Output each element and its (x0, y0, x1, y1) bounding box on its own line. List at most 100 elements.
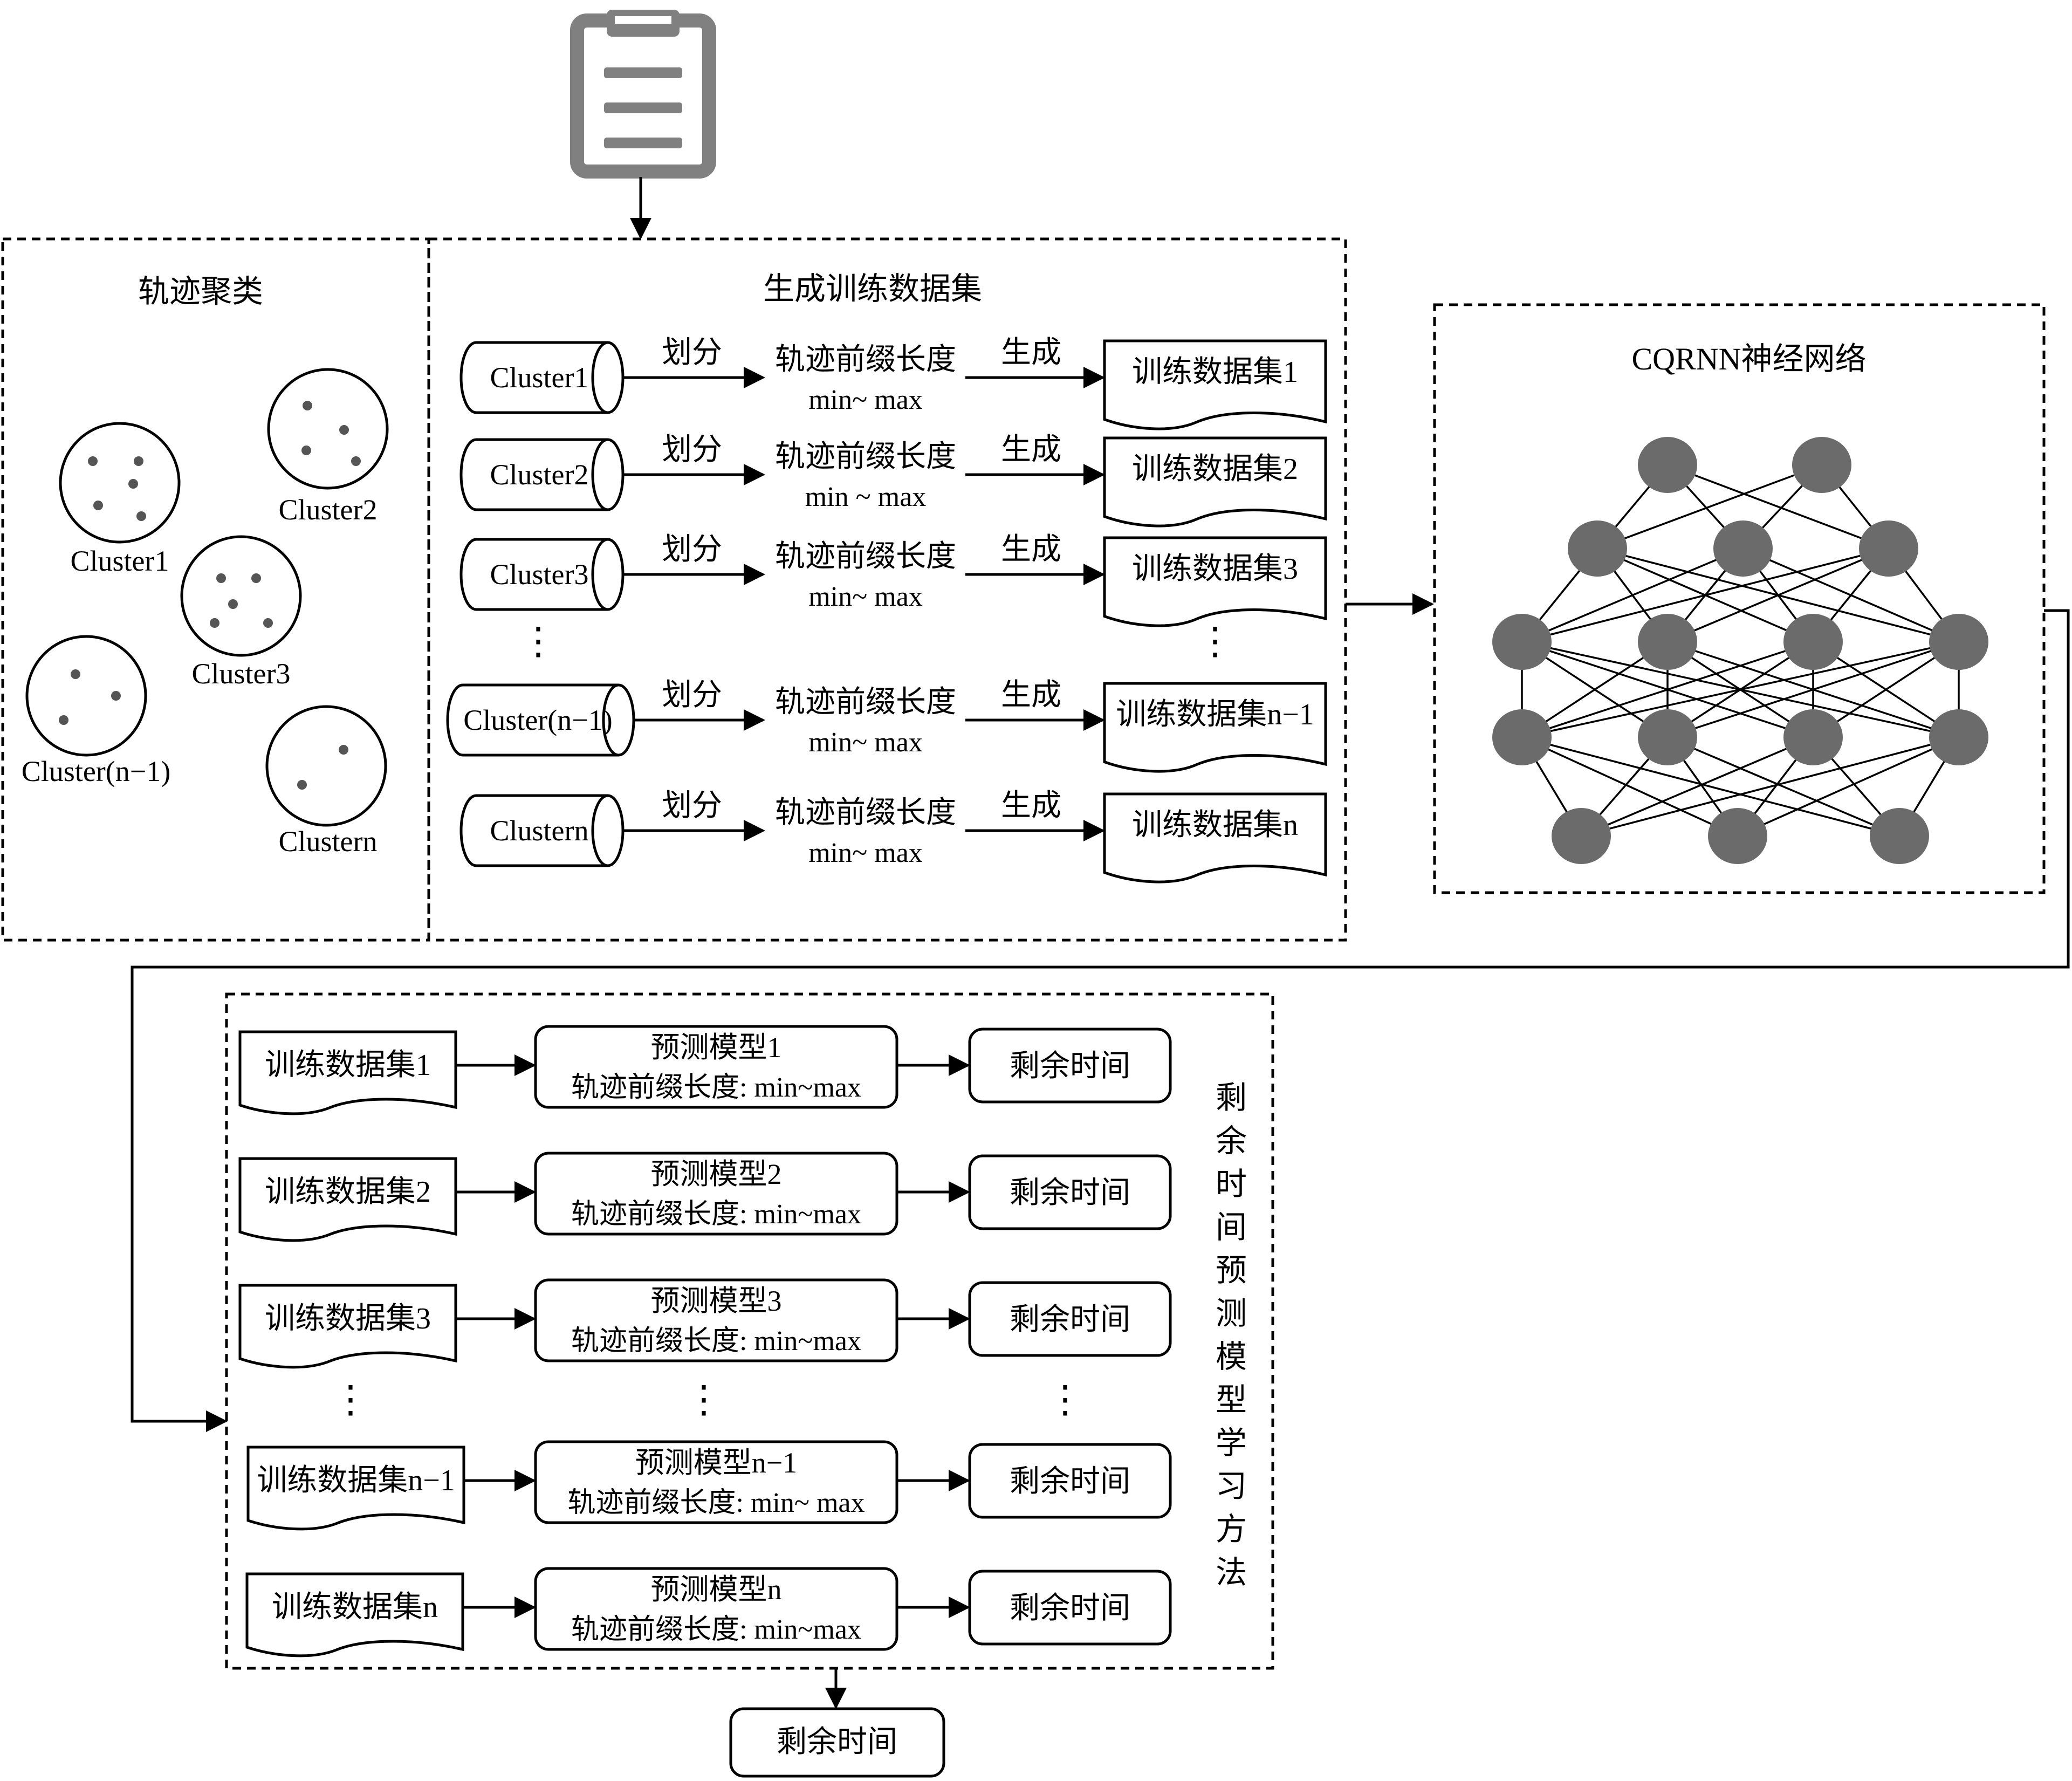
split-label: 划分 (662, 789, 722, 823)
prediction-model-label: 预测模型n−1 (635, 1447, 797, 1479)
cluster-label-2: Cluster2 (279, 494, 378, 526)
remaining-time-box (968, 1443, 1172, 1519)
prediction-model-label: 预测模型3 (651, 1285, 782, 1317)
prediction-model-prefix: 轨迹前缀长度: min~max (571, 1072, 861, 1103)
training-dataset-doc (1103, 682, 1327, 773)
cluster-drum-cap (591, 538, 608, 611)
prefix-length-range: min ~ max (805, 482, 927, 512)
training-dataset-doc (1103, 536, 1327, 627)
network-connection (1521, 641, 1959, 738)
remaining-time-label: 剩余时间 (1010, 1050, 1130, 1083)
dataset-generation-panel (427, 237, 1347, 942)
prediction-model-prefix: 轨迹前缀长度: min~max (571, 1326, 861, 1357)
training-dataset-doc (1103, 339, 1327, 430)
remaining-time-label: 剩余时间 (1010, 1592, 1130, 1625)
network-connection (1521, 547, 1889, 643)
network-node (1859, 520, 1918, 577)
training-dataset-label: 训练数据集1 (1132, 355, 1298, 389)
prediction-model-box (534, 1440, 898, 1524)
final-output-box (729, 1707, 945, 1778)
learning-output-ellipsis: ⋮ (1046, 1379, 1084, 1421)
training-dataset-doc (1103, 436, 1327, 528)
network-node (1492, 709, 1552, 765)
cluster-circle-n-minus-1 (25, 635, 147, 757)
learning-dataset-label: 训练数据集1 (265, 1049, 431, 1082)
learning-dataset-doc (238, 1030, 457, 1115)
remaining-time-label: 剩余时间 (1010, 1176, 1130, 1210)
cluster-circle-1 (59, 422, 181, 544)
cluster-drum-label: Cluster2 (490, 458, 589, 491)
cluster-drum-cap (591, 794, 608, 867)
network-node (1783, 614, 1843, 670)
prediction-model-prefix: 轨迹前缀长度: min~ max (567, 1488, 865, 1518)
learning-dataset-label: 训练数据集2 (265, 1175, 431, 1209)
generate-label: 生成 (1001, 336, 1061, 369)
prefix-length-range: min~ max (808, 581, 923, 612)
split-label: 划分 (662, 533, 722, 566)
network-connection (1521, 641, 1814, 738)
learning-title: 剩余时间预测模型学习方法 (1216, 1080, 1247, 1590)
network-connection (1667, 736, 1900, 837)
cluster-drum-cap (591, 438, 608, 511)
prefix-length-range: min~ max (808, 838, 923, 868)
cluster-label-3: Cluster3 (192, 657, 291, 690)
remaining-time-label: 剩余时间 (1010, 1465, 1130, 1498)
network-node (1552, 808, 1611, 864)
training-dataset-doc (1103, 792, 1327, 883)
network-node (1870, 808, 1929, 864)
prediction-model-label: 预测模型1 (651, 1031, 782, 1064)
training-dataset-label: 训练数据集2 (1132, 453, 1298, 486)
prediction-model-box (534, 1278, 898, 1362)
network-node (1638, 614, 1697, 670)
split-label: 划分 (662, 679, 722, 712)
training-dataset-label: 训练数据集3 (1132, 552, 1298, 586)
prediction-model-label: 预测模型n (651, 1573, 782, 1606)
remaining-time-label: 剩余时间 (1010, 1303, 1130, 1337)
generate-label: 生成 (1001, 789, 1061, 823)
network-node (1638, 709, 1697, 765)
learning-dataset-label: 训练数据集n (272, 1591, 438, 1624)
training-dataset-label: 训练数据集n−1 (1116, 698, 1314, 731)
prefix-length-label: 轨迹前缀长度 (775, 796, 956, 830)
prediction-model-prefix: 轨迹前缀长度: min~max (571, 1614, 861, 1645)
network-to-learning-connector (131, 609, 2070, 1432)
cluster-drum-label: Cluster1 (490, 361, 589, 394)
network-node (1492, 614, 1552, 670)
network-connection (1597, 464, 1822, 550)
cluster-drum-label: Cluster3 (490, 558, 589, 591)
cluster-circle-n (265, 705, 387, 827)
generate-label: 生成 (1001, 533, 1061, 566)
generation-rows: Cluster1划分轨迹前缀长度min~ max生成训练数据集1Cluster2… (446, 336, 1327, 883)
network-node (1568, 520, 1627, 577)
learning-dataset-doc (238, 1284, 457, 1369)
generate-label: 生成 (1001, 433, 1061, 467)
clipboard-icon (570, 10, 716, 179)
cluster-label-1: Cluster1 (71, 545, 169, 577)
training-dataset-label: 训练数据集n (1132, 809, 1298, 842)
final-output-label: 剩余时间 (777, 1725, 897, 1759)
network-node (1708, 808, 1767, 864)
cluster-ellipsis: ⋮ (519, 621, 557, 662)
prediction-model-prefix: 轨迹前缀长度: min~max (571, 1199, 861, 1230)
prediction-model-box (534, 1567, 898, 1651)
network-node (1929, 614, 1988, 670)
prediction-model-box (534, 1025, 898, 1109)
network-connection (1667, 464, 1889, 550)
prediction-model-box (534, 1152, 898, 1236)
network-node (1713, 520, 1773, 577)
cluster-label-n: Clustern (279, 825, 378, 858)
network-node (1792, 437, 1851, 493)
network-connection (1521, 547, 1744, 643)
learning-dataset-doc (245, 1572, 464, 1657)
remaining-time-box (968, 1570, 1172, 1646)
cluster-circle-3 (180, 535, 302, 657)
learning-dataset-label: 训练数据集3 (265, 1302, 431, 1335)
prediction-model-label: 预测模型2 (651, 1158, 782, 1190)
network-connection (1667, 641, 1959, 738)
prefix-length-label: 轨迹前缀长度 (775, 440, 956, 474)
cluster-circle-2 (267, 368, 389, 490)
cluster-drum-label: Clustern (490, 814, 589, 847)
network-node (1638, 437, 1697, 493)
prefix-length-label: 轨迹前缀长度 (775, 686, 956, 719)
